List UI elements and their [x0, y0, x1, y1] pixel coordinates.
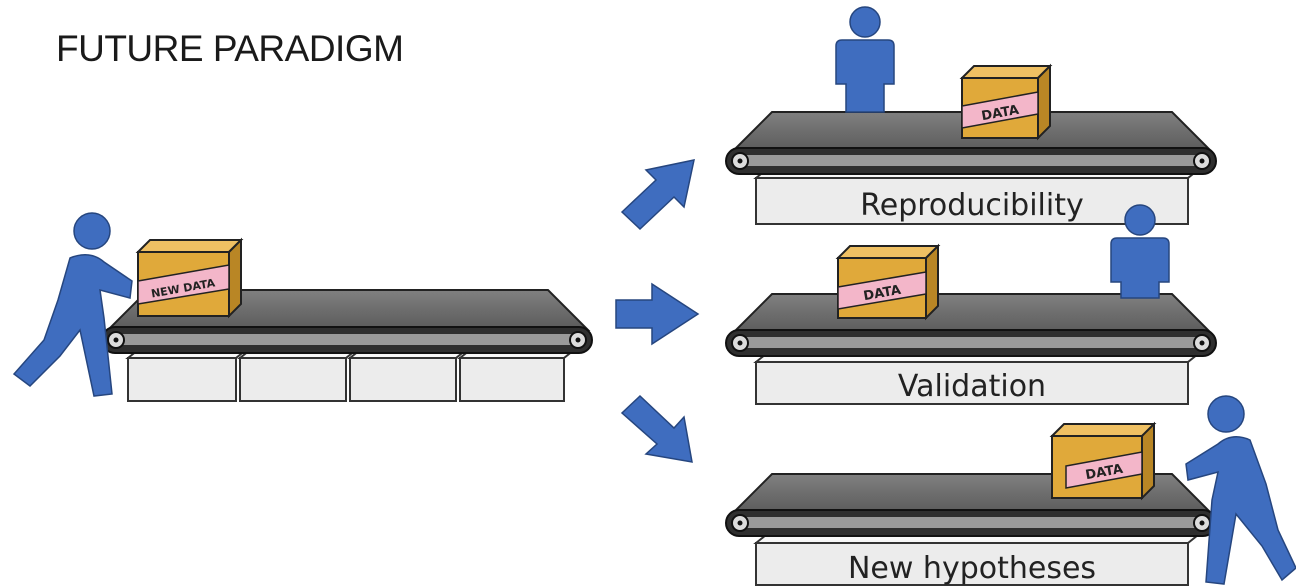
data-box-label: DATA [862, 283, 902, 304]
conveyor-validation: Validation [725, 293, 1217, 405]
conveyor-new-hypotheses: New hypotheses [725, 473, 1217, 586]
person-pushing-icon [1185, 395, 1296, 585]
diagram-title: FUTURE PARADIGM [56, 28, 404, 69]
data-box-label: DATA [1084, 462, 1124, 483]
data-box-label: DATA [980, 103, 1020, 124]
outcome-label-validation: Validation [898, 369, 1046, 404]
main-conveyor-supports [125, 349, 577, 402]
outcome-label-reproducibility: Reproducibility [860, 188, 1083, 223]
data-box-validation: DATA [835, 243, 941, 321]
person-standing-icon [1110, 204, 1170, 299]
arrow-up-right-icon [620, 159, 695, 231]
person-pushing-icon [12, 212, 133, 397]
new-data-box: NEW DATA [135, 237, 244, 319]
arrow-down-right-icon [620, 394, 693, 463]
data-box-reproducibility: DATA [959, 63, 1053, 141]
outcome-label-new-hypotheses: New hypotheses [848, 551, 1096, 586]
person-standing-icon [835, 6, 895, 113]
arrow-right-icon [615, 282, 700, 346]
data-box-new-hypotheses: DATA [1049, 421, 1157, 501]
